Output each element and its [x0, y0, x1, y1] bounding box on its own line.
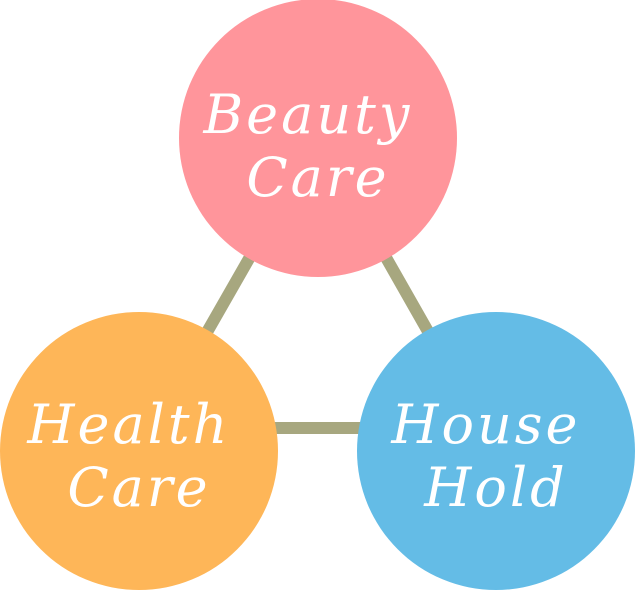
house-hold-label-line-2: Hold — [423, 456, 567, 519]
svg-text:Health Care: Health Care — [26, 393, 250, 519]
health-care-label-line-1: Health — [26, 393, 230, 456]
health-care-circle — [0, 312, 278, 590]
beauty-care-label-line-2: Care — [246, 146, 389, 209]
beauty-care-label-line-1: Beauty — [203, 83, 413, 146]
health-care-label-line-2: Care — [67, 456, 210, 519]
svg-text:Beauty Care: Beauty Care — [203, 83, 433, 209]
node-health-care: Health Care — [0, 312, 278, 590]
node-beauty-care: Beauty Care — [179, 0, 457, 277]
node-house-hold: House Hold — [357, 312, 635, 590]
house-hold-circle — [357, 312, 635, 590]
svg-text:House Hold: House Hold — [390, 393, 600, 519]
house-hold-label-line-1: House — [390, 393, 580, 456]
beauty-care-circle — [179, 0, 457, 277]
